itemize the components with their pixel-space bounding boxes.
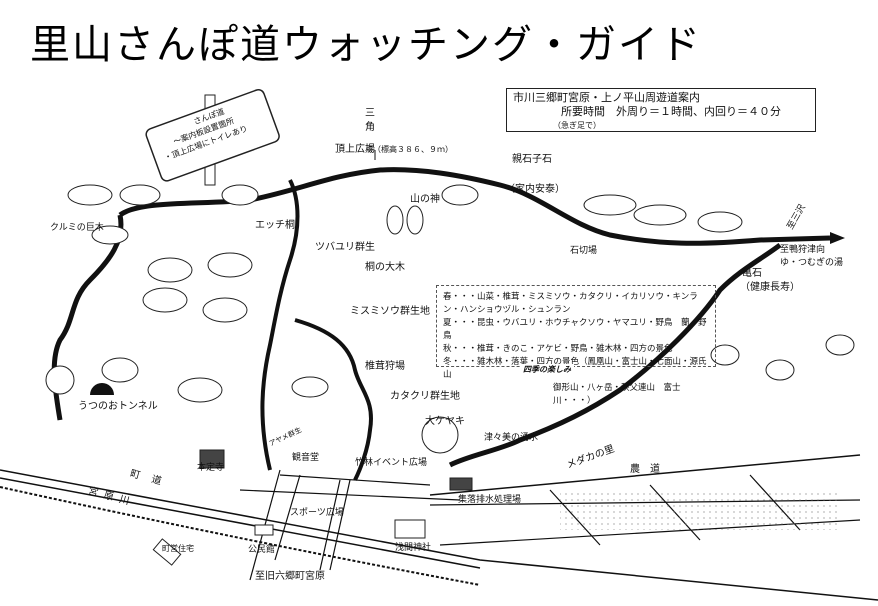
town-road	[0, 469, 878, 601]
label-yusui: 津々美の湧水	[484, 433, 539, 443]
east-trail	[448, 242, 782, 468]
label-sports: スポーツ広場	[290, 508, 344, 518]
label-to-rokugo: 至旧六郷町宮原	[255, 571, 325, 582]
inner-trail	[260, 179, 300, 471]
seasons-box: 春・・・山菜・椎茸・ミスミソウ・カタクリ・イカリソウ・キンラン・ハンショウヅル・…	[436, 285, 716, 406]
label-sankaku-2: 角	[365, 122, 375, 133]
label-shiitake: 椎茸狩場	[365, 361, 405, 372]
label-kameishi: 亀石	[742, 268, 762, 279]
label-sengen: 浅間神社	[395, 543, 432, 553]
label-oyaishi: 親石子石	[512, 154, 552, 165]
label-kiri: 桐の大木	[365, 262, 405, 273]
label-misumisou: ミスミソウ群生地	[350, 306, 430, 317]
label-ecchi: エッチ桐	[255, 220, 295, 231]
label-summit: 頂上広場	[335, 144, 375, 155]
info-line-3: （急ぎ足で）	[553, 121, 601, 130]
farm-road	[429, 454, 861, 496]
label-honjoji: 本定寺	[197, 463, 225, 473]
trees	[45, 184, 855, 454]
label-kominkan: 公民館	[248, 545, 276, 555]
page-title: 里山さんぽ道ウォッチング・ガイド	[30, 22, 702, 68]
label-kamo-1: 至鴨狩津向	[780, 245, 826, 255]
label-kurumi: クルミの巨木	[50, 223, 104, 233]
season-autumn: 秋・・・椎茸・きのこ・アケビ・野鳥・雑木林・四方の景色	[443, 344, 673, 354]
arrow-icon	[830, 232, 845, 244]
rice-fields	[560, 490, 840, 530]
info-line-1: 市川三郷町宮原・上ノ平山周遊道案内	[513, 91, 700, 104]
season-summer: 夏・・・昆虫・ウバユリ・ホウチャクソウ・ヤマユリ・野鳥	[443, 318, 673, 328]
label-ishikiri: 石切場	[570, 246, 598, 256]
info-line-2: 所要時間 外周り＝１時間、内回り＝４０分	[561, 105, 781, 118]
seasons-heading: 四季の楽しみ	[520, 364, 574, 375]
season-spring: 春・・・山菜・椎茸・ミスミソウ・カタクリ・イカリソウ・キンラン・ハンショウヅル・…	[443, 292, 698, 315]
label-tsubayuri: ツバユリ群生	[315, 242, 375, 253]
label-noudou: 農道	[630, 464, 670, 475]
season-winter-2: 御形山・八ヶ岳・秩父連山 富士川・・・）	[553, 383, 681, 406]
inner-trail-2	[294, 318, 373, 481]
label-kamo-2: ゆ・つむぎの湯	[780, 258, 844, 268]
route-info-box: 市川三郷町宮原・上ノ平山周遊道案内 所要時間 外周り＝１時間、内回り＝４０分 （…	[506, 88, 816, 132]
label-kameishi-sub: （健康長寿）	[740, 282, 800, 293]
signboard	[145, 89, 280, 182]
tunnel-icon	[90, 383, 114, 395]
river	[0, 486, 481, 586]
label-yamanokami: 山の神	[410, 194, 440, 205]
season-winter: 冬・・・雑木林・落葉・四方の景色（鳳凰山・富士山・七面山・源氏山	[443, 357, 707, 380]
label-haisui: 集落排水処理場	[458, 495, 522, 505]
label-kannon: 観音堂	[292, 453, 320, 463]
label-katakuri: カタクリ群生地	[390, 391, 460, 402]
label-sankaku-1: 三	[365, 108, 375, 119]
label-oyaishi-sub: （家内安泰）	[505, 184, 565, 195]
label-keyaki: 大ケヤキ	[425, 416, 465, 427]
label-choei: 町営住宅	[162, 544, 194, 553]
label-chikurin: 竹林イベント広場	[355, 458, 428, 468]
season-spring-2: 蘭・野鳥	[443, 318, 707, 341]
label-sankaku-3: 点（標高３８６、９ｍ）	[365, 145, 453, 154]
label-tunnel: うつのおトンネル	[78, 401, 158, 412]
